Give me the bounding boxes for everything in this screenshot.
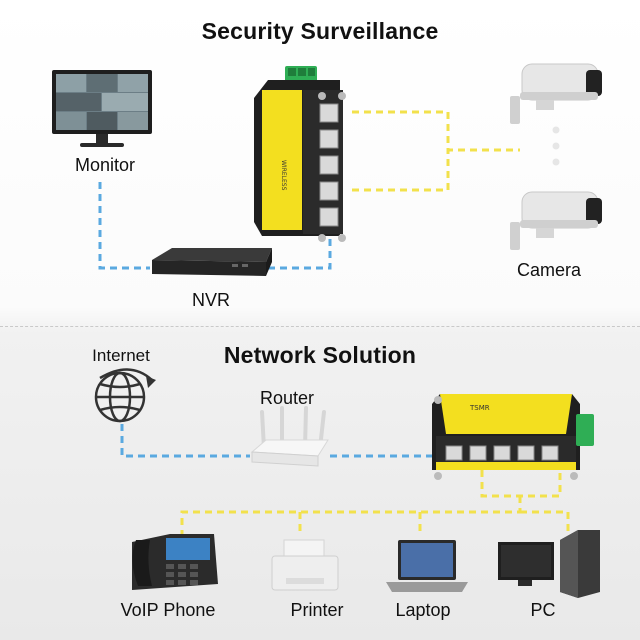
section-divider [0, 326, 640, 327]
svg-text:WIRELESS: WIRELESS [280, 160, 287, 191]
monitor-label: Monitor [74, 155, 136, 175]
switch-to-cameras-link-2 [352, 150, 450, 192]
security-surveillance-title: Security Surveillance [201, 18, 439, 44]
internet-label: Internet [92, 346, 150, 365]
nvr-label: NVR [191, 290, 230, 310]
monitor-to-nvr-link [98, 182, 150, 270]
svg-text:TSMR: TSMR [469, 404, 490, 412]
pc-label: PC [530, 600, 556, 620]
nvr-to-switch-link [268, 232, 332, 270]
router-label: Router [259, 388, 315, 408]
switch-to-devices-bus [180, 470, 570, 535]
voip-phone-label: VoIP Phone [120, 600, 216, 620]
laptop-label: Laptop [395, 600, 451, 620]
network-solution-title: Network Solution [223, 342, 417, 368]
printer-label: Printer [290, 600, 344, 620]
camera-label: Camera [516, 260, 582, 280]
switch-to-cameras-link-1 [352, 110, 520, 152]
